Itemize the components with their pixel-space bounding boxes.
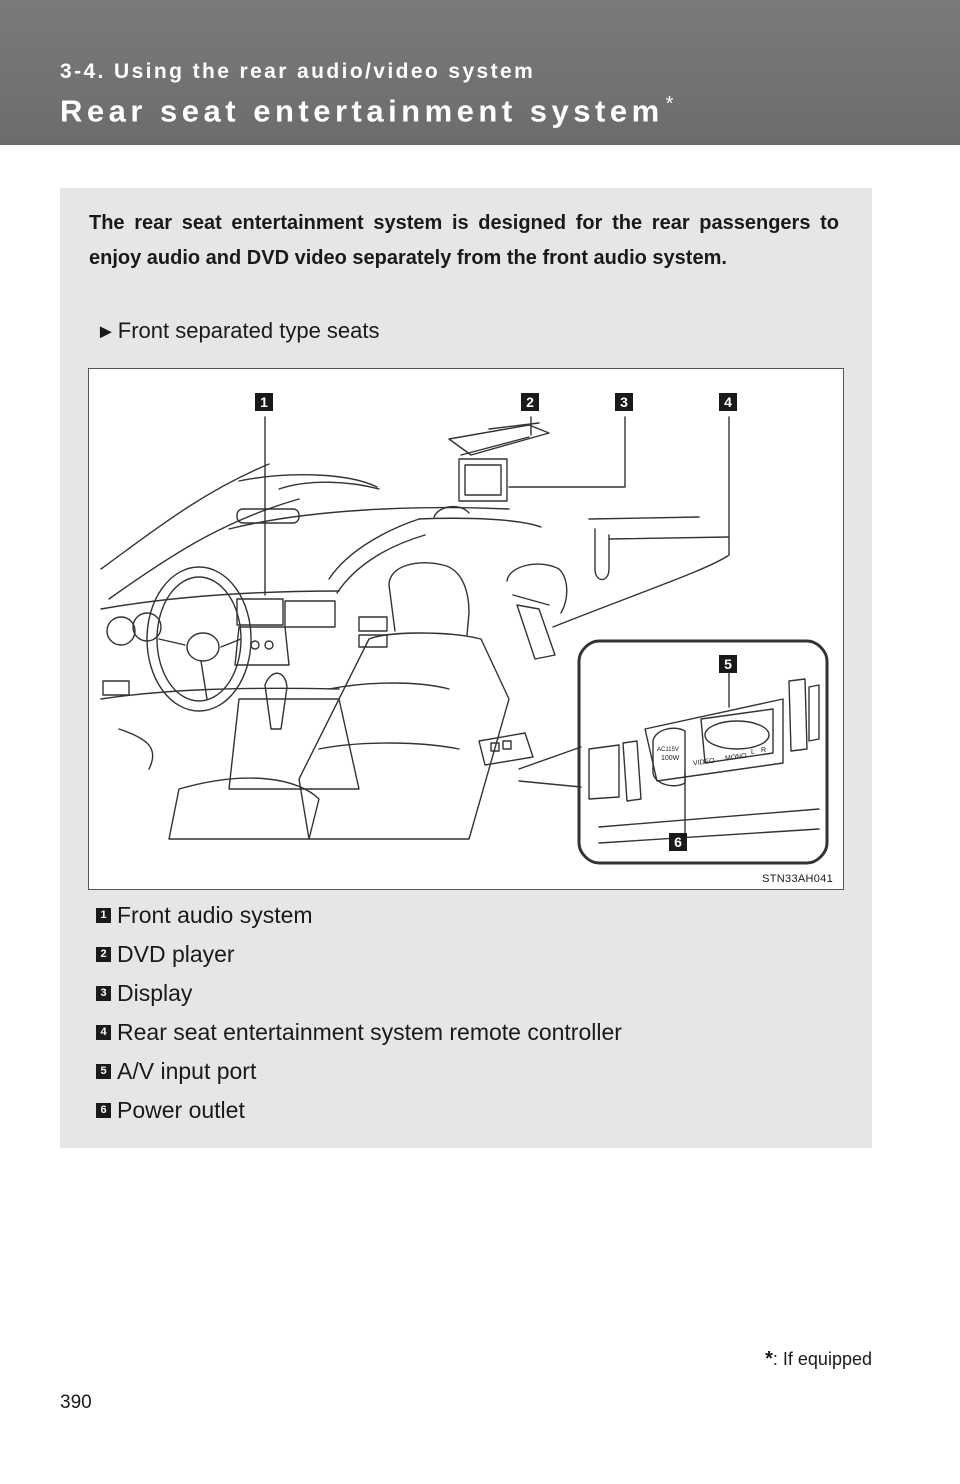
legend-label: Rear seat entertainment system remote co… xyxy=(117,1019,622,1045)
seat-type-subheading: ►Front separated type seats xyxy=(96,318,380,344)
footnote-text: : If equipped xyxy=(772,1349,872,1369)
outlet-wattage-label: 100W xyxy=(661,755,680,762)
callout-6: 6 xyxy=(669,833,687,851)
subheading-text: Front separated type seats xyxy=(117,318,380,343)
legend-number: 6 xyxy=(96,1103,111,1118)
legend-item: 2 DVD player xyxy=(96,935,856,974)
callout-3: 3 xyxy=(615,393,633,411)
legend-label: Power outlet xyxy=(117,1097,245,1123)
legend-label: A/V input port xyxy=(117,1058,257,1084)
page-title: Rear seat entertainment system* xyxy=(60,93,673,129)
legend-number: 3 xyxy=(96,986,111,1001)
footnote: *: If equipped xyxy=(765,1348,872,1371)
triangle-right-icon: ► xyxy=(96,321,116,343)
legend-item: 5 A/V input port xyxy=(96,1052,856,1091)
legend-item: 3 Display xyxy=(96,974,856,1013)
callout-2: 2 xyxy=(521,393,539,411)
title-asterisk: * xyxy=(665,93,674,115)
page-number: 390 xyxy=(60,1392,92,1413)
callout-1: 1 xyxy=(255,393,273,411)
legend-label: Front audio system xyxy=(117,902,313,928)
legend-item: 6 Power outlet xyxy=(96,1091,856,1130)
legend-number: 2 xyxy=(96,947,111,962)
system-illustration: VIDEO MONO L R AC115V 100W 1 2 3 4 5 6 S… xyxy=(88,368,844,890)
legend-number: 4 xyxy=(96,1025,111,1040)
callout-4: 4 xyxy=(719,393,737,411)
figure-code: STN33AH041 xyxy=(762,873,833,885)
legend-number: 1 xyxy=(96,908,111,923)
page-title-text: Rear seat entertainment system xyxy=(60,93,664,129)
chapter-header: 3-4. Using the rear audio/video system R… xyxy=(0,0,960,145)
legend-item: 4 Rear seat entertainment system remote … xyxy=(96,1013,856,1052)
component-legend: 1 Front audio system 2 DVD player 3 Disp… xyxy=(96,896,856,1130)
legend-item: 1 Front audio system xyxy=(96,896,856,935)
legend-label: Display xyxy=(117,980,193,1006)
asterisk-icon: * xyxy=(765,1348,773,1370)
legend-label: DVD player xyxy=(117,941,235,967)
cabin-line-drawing xyxy=(100,416,829,865)
legend-number: 5 xyxy=(96,1064,111,1079)
callout-5: 5 xyxy=(719,655,737,673)
l-port-label: L xyxy=(751,749,755,756)
outlet-voltage-label: AC115V xyxy=(657,747,679,753)
intro-paragraph: The rear seat entertainment system is de… xyxy=(89,212,839,269)
r-port-label: R xyxy=(761,747,767,754)
section-label: 3-4. Using the rear audio/video system xyxy=(60,60,536,83)
